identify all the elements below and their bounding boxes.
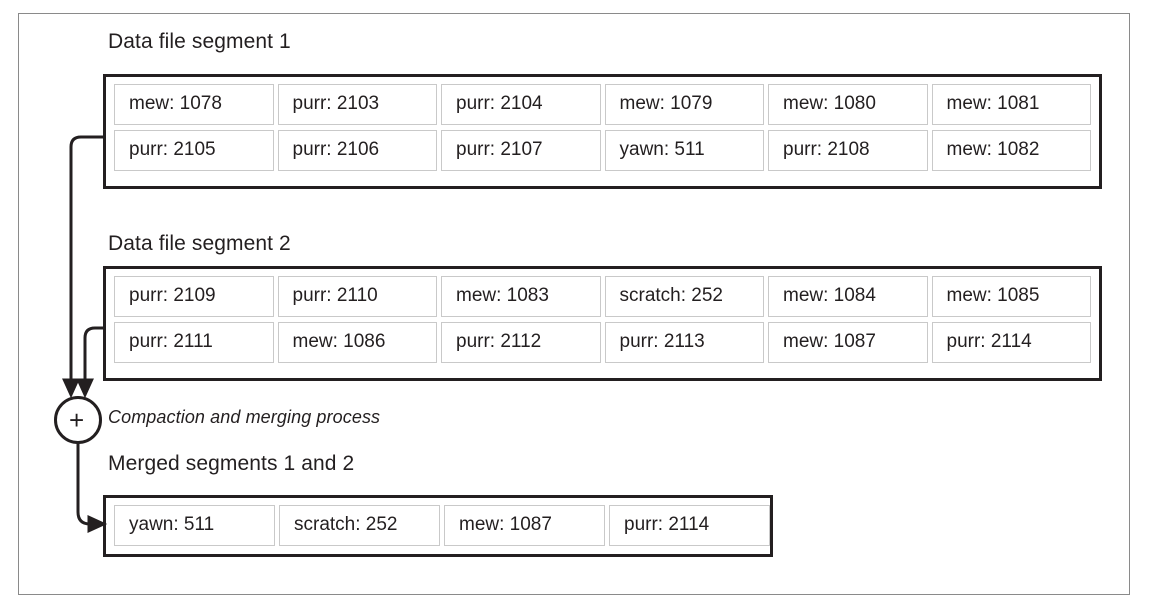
- record-cell[interactable]: mew: 1087: [768, 322, 928, 363]
- segment-2-row: purr: 2109 purr: 2110 mew: 1083 scratch:…: [114, 276, 1091, 317]
- merged-row: yawn: 511 scratch: 252 mew: 1087 purr: 2…: [114, 505, 770, 546]
- record-cell[interactable]: scratch: 252: [279, 505, 440, 546]
- segment-1-row: mew: 1078 purr: 2103 purr: 2104 mew: 107…: [114, 84, 1091, 125]
- record-cell[interactable]: purr: 2114: [931, 322, 1091, 363]
- record-cell[interactable]: mew: 1083: [441, 276, 601, 317]
- figure-outer-frame: [18, 13, 1130, 595]
- segment-1-title: Data file segment 1: [108, 30, 291, 53]
- record-cell[interactable]: mew: 1081: [931, 84, 1091, 125]
- record-cell[interactable]: purr: 2107: [441, 130, 601, 171]
- record-cell[interactable]: mew: 1080: [768, 84, 928, 125]
- record-cell[interactable]: purr: 2105: [114, 130, 274, 171]
- record-cell[interactable]: yawn: 511: [114, 505, 275, 546]
- record-cell[interactable]: purr: 2114: [609, 505, 770, 546]
- record-cell[interactable]: mew: 1082: [931, 130, 1091, 171]
- record-cell[interactable]: mew: 1078: [114, 84, 274, 125]
- record-cell[interactable]: purr: 2111: [114, 322, 274, 363]
- record-cell[interactable]: mew: 1087: [444, 505, 605, 546]
- record-cell[interactable]: purr: 2106: [277, 130, 437, 171]
- record-cell[interactable]: purr: 2112: [441, 322, 601, 363]
- record-cell[interactable]: purr: 2113: [604, 322, 764, 363]
- record-cell[interactable]: yawn: 511: [604, 130, 764, 171]
- record-cell[interactable]: mew: 1086: [277, 322, 437, 363]
- segment-2-row: purr: 2111 mew: 1086 purr: 2112 purr: 21…: [114, 322, 1091, 363]
- data-file-segment-1-box: mew: 1078 purr: 2103 purr: 2104 mew: 107…: [103, 74, 1102, 189]
- merged-segments-box: yawn: 511 scratch: 252 mew: 1087 purr: 2…: [103, 495, 773, 557]
- merged-segments-title: Merged segments 1 and 2: [108, 452, 355, 475]
- record-cell[interactable]: purr: 2108: [768, 130, 928, 171]
- compaction-process-label: Compaction and merging process: [108, 407, 381, 427]
- record-cell[interactable]: purr: 2103: [277, 84, 437, 125]
- record-cell[interactable]: scratch: 252: [604, 276, 764, 317]
- record-cell[interactable]: purr: 2109: [114, 276, 274, 317]
- record-cell[interactable]: purr: 2110: [277, 276, 437, 317]
- record-cell[interactable]: mew: 1085: [931, 276, 1091, 317]
- record-cell[interactable]: mew: 1079: [604, 84, 764, 125]
- segment-1-row: purr: 2105 purr: 2106 purr: 2107 yawn: 5…: [114, 130, 1091, 171]
- record-cell[interactable]: mew: 1084: [768, 276, 928, 317]
- data-file-segment-2-box: purr: 2109 purr: 2110 mew: 1083 scratch:…: [103, 266, 1102, 381]
- segment-2-title: Data file segment 2: [108, 232, 291, 255]
- plus-icon: +: [69, 405, 85, 435]
- record-cell[interactable]: purr: 2104: [441, 84, 601, 125]
